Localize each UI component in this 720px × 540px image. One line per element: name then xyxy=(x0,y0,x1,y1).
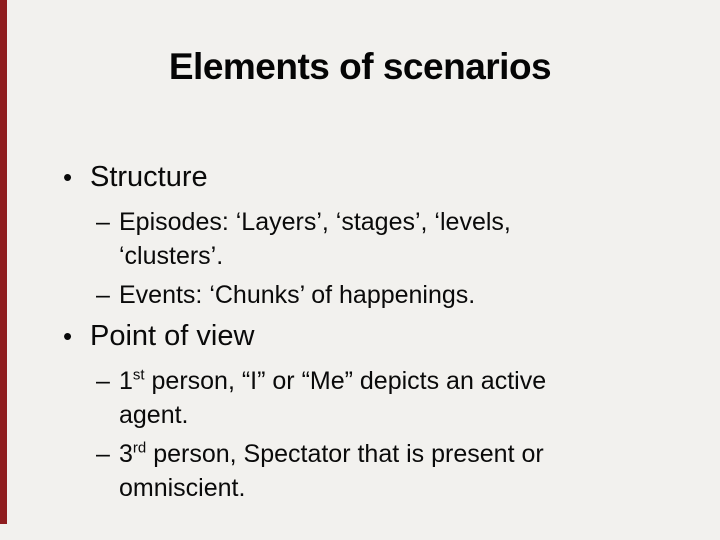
sub-bullet-text-events: Events: ‘Chunks’ of happenings. xyxy=(119,281,476,309)
left-accent-bar xyxy=(0,0,7,524)
sub-bullet-first-person: – 1st person, “I” or “Me” depicts an act… xyxy=(96,364,720,432)
sub-bullet-text-third-person: 3rd person, Spectator that is present or… xyxy=(119,437,589,505)
bullet-item-structure: • Structure xyxy=(63,158,720,196)
sub-bullet-third-person: – 3rd person, Spectator that is present … xyxy=(96,437,720,505)
sub-bullet-text-episodes: Episodes: ‘Layers’, ‘stages’, ‘levels, ‘… xyxy=(119,208,511,270)
dash-glyph: – xyxy=(96,281,110,309)
sub-bullet-text-first-person: 1st person, “I” or “Me” depicts an activ… xyxy=(119,364,589,432)
sub-bullet-rest: person, “I” or “Me” depicts an active ag… xyxy=(119,367,547,429)
slide-body: • Structure – Episodes: ‘Layers’, ‘stage… xyxy=(0,158,720,510)
bullet-label-point-of-view: Point of view xyxy=(90,320,255,352)
ordinal-number: 3 xyxy=(119,440,133,468)
sub-bullet-events: – Events: ‘Chunks’ of happenings. xyxy=(96,278,720,312)
sub-bullet-episodes: – Episodes: ‘Layers’, ‘stages’, ‘levels,… xyxy=(96,205,720,273)
ordinal-suffix: rd xyxy=(132,439,147,457)
bullet-item-point-of-view: • Point of view xyxy=(63,317,720,355)
bullet-glyph: • xyxy=(63,162,73,192)
dash-glyph: – xyxy=(96,208,110,236)
dash-glyph: – xyxy=(96,440,110,468)
dash-glyph: – xyxy=(96,367,110,395)
bullet-label-structure: Structure xyxy=(90,161,208,193)
ordinal-suffix: st xyxy=(132,366,145,384)
slide-title: Elements of scenarios xyxy=(168,46,552,87)
bullet-glyph: • xyxy=(63,321,73,351)
ordinal-number: 1 xyxy=(119,367,133,395)
sub-bullet-rest: person, Spectator that is present or omn… xyxy=(119,440,544,502)
